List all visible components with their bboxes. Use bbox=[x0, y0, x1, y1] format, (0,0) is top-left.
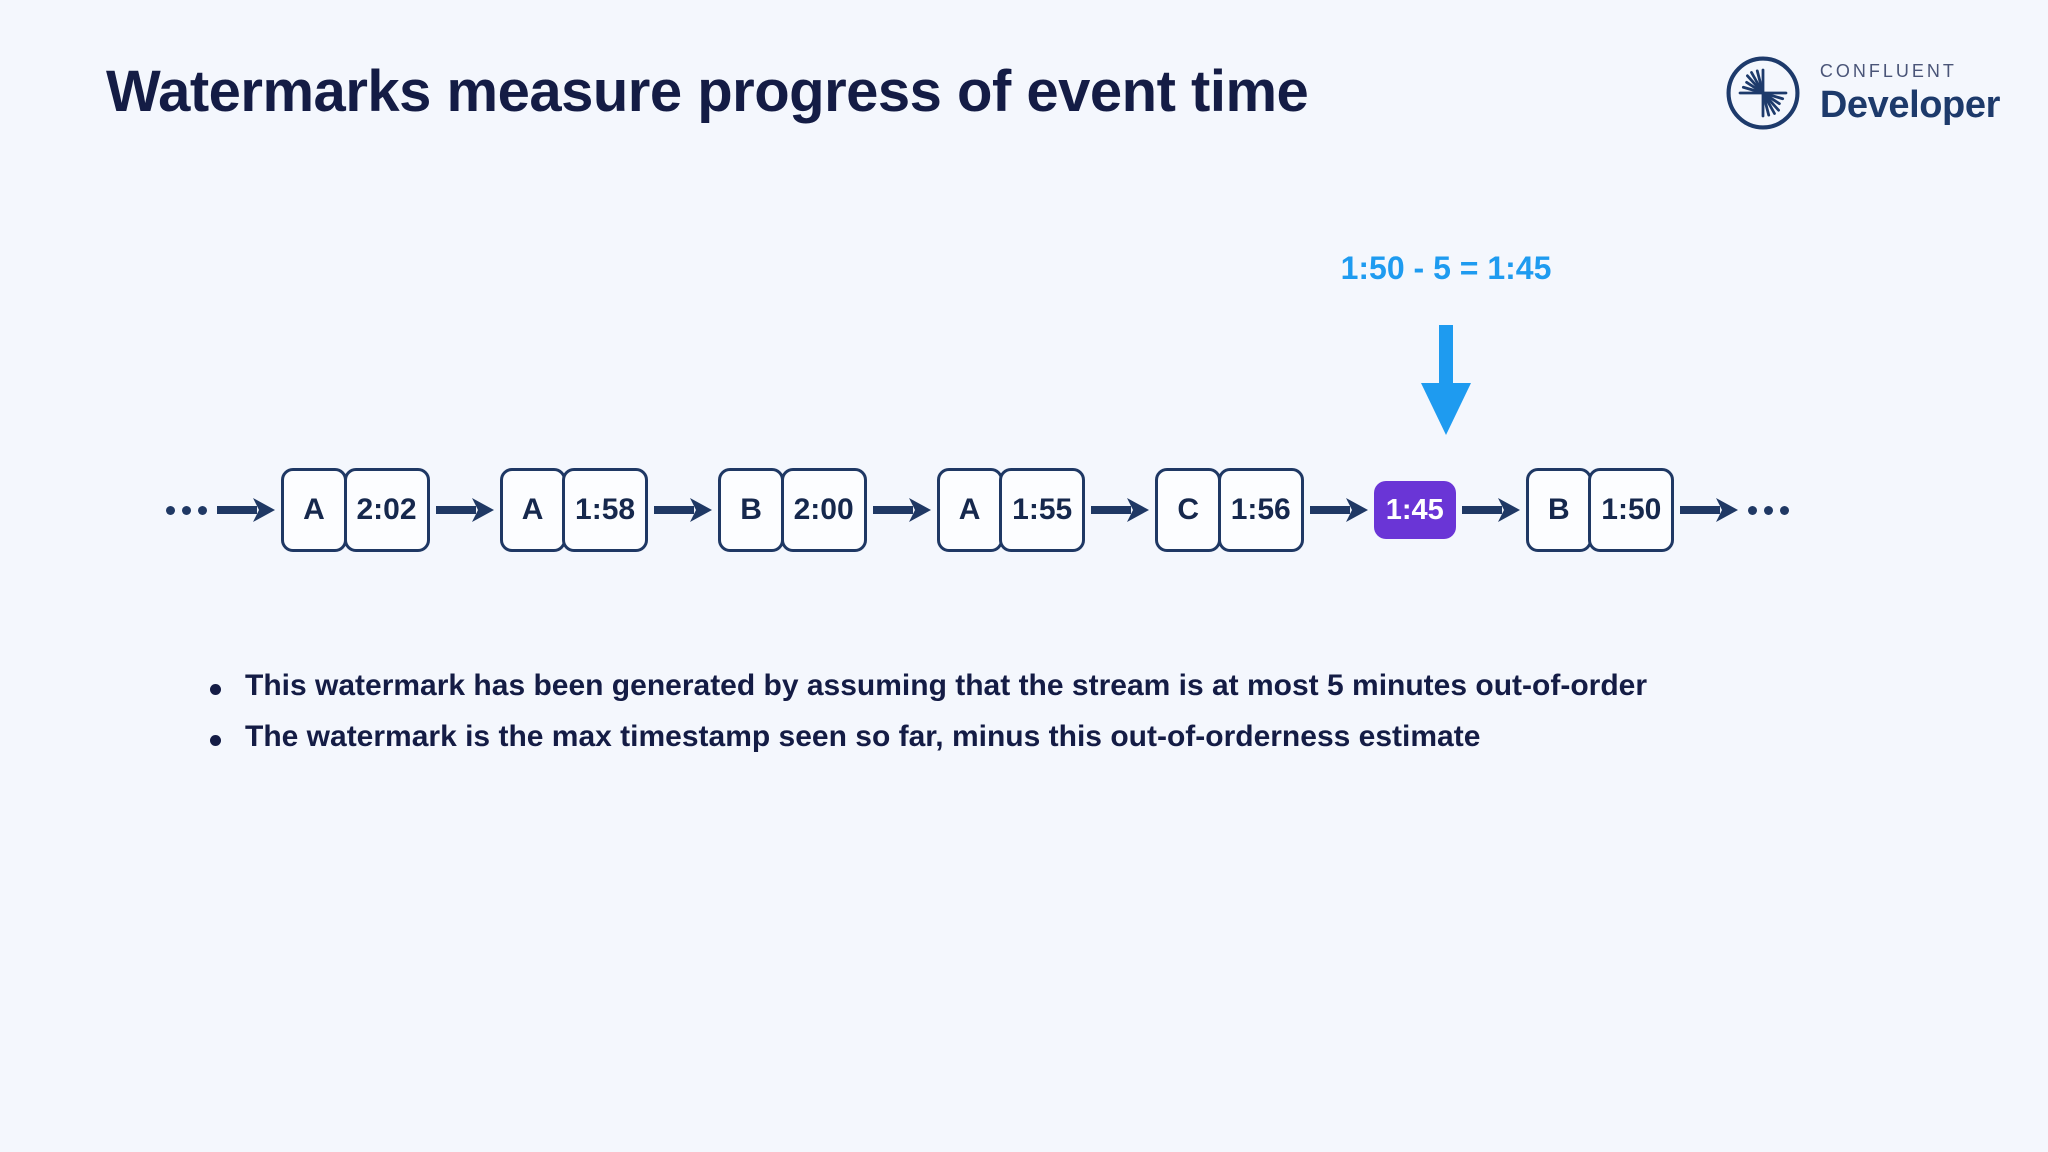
event-box: B 2:00 bbox=[718, 468, 867, 552]
right-arrow-icon bbox=[435, 498, 494, 522]
confluent-starburst-icon bbox=[1726, 56, 1800, 130]
right-arrow-icon bbox=[872, 498, 931, 522]
bullet-text: The watermark is the max timestamp seen … bbox=[245, 719, 1481, 753]
event-key: B bbox=[718, 468, 785, 552]
event-timestamp: 2:00 bbox=[780, 468, 867, 552]
bullet-dot-icon bbox=[210, 684, 221, 695]
page-title: Watermarks measure progress of event tim… bbox=[106, 59, 1309, 124]
bullet-dot-icon bbox=[210, 734, 221, 746]
brand-eyebrow: CONFLUENT bbox=[1819, 61, 1957, 82]
brand-text: CONFLUENT Developer bbox=[1819, 61, 2001, 126]
event-timestamp: 2:02 bbox=[343, 468, 430, 552]
event-key: A bbox=[499, 468, 566, 552]
event-timestamp: 1:56 bbox=[1217, 468, 1304, 552]
confluent-developer-logo: CONFLUENT Developer bbox=[1722, 52, 2000, 134]
event-timestamp: 1:50 bbox=[1588, 468, 1675, 552]
event-timestamp: 1:55 bbox=[999, 468, 1086, 552]
ellipsis-dot bbox=[166, 505, 175, 515]
list-item: This watermark has been generated by ass… bbox=[210, 665, 1790, 708]
right-arrow-icon bbox=[217, 498, 275, 522]
event-box: C 1:56 bbox=[1155, 468, 1304, 552]
ellipsis-dot bbox=[182, 505, 191, 515]
event-key: B bbox=[1525, 468, 1592, 552]
event-key: C bbox=[1155, 468, 1222, 552]
right-arrow-icon bbox=[1461, 498, 1520, 522]
down-arrow-icon bbox=[1421, 325, 1471, 435]
watermark-formula-annotation: 1:50 - 5 = 1:45 bbox=[1340, 250, 1552, 286]
leading-ellipsis bbox=[166, 505, 207, 515]
right-arrow-icon bbox=[1680, 498, 1739, 522]
right-arrow-icon bbox=[654, 498, 713, 522]
brand-name: Developer bbox=[1819, 83, 2001, 126]
bullet-list: This watermark has been generated by ass… bbox=[210, 665, 1790, 766]
bullet-text: This watermark has been generated by ass… bbox=[245, 669, 1648, 702]
ellipsis-dot bbox=[1780, 505, 1790, 515]
event-box: A 2:02 bbox=[281, 468, 430, 552]
ellipsis-dot bbox=[1764, 505, 1774, 515]
ellipsis-dot bbox=[1748, 505, 1758, 515]
event-timestamp: 1:58 bbox=[562, 468, 649, 552]
watermark-marker: 1:45 bbox=[1373, 481, 1456, 539]
ellipsis-dot bbox=[198, 505, 207, 515]
right-arrow-icon bbox=[1091, 498, 1150, 522]
event-key: A bbox=[936, 468, 1003, 552]
event-stream-row: A 2:02 A 1:58 B 2:00 A 1:55 C 1:56 1:45 bbox=[162, 455, 1793, 565]
right-arrow-icon bbox=[1309, 498, 1368, 522]
event-box: A 1:58 bbox=[499, 468, 649, 552]
event-box: A 1:55 bbox=[936, 468, 1086, 552]
event-key: A bbox=[281, 468, 347, 552]
list-item: The watermark is the max timestamp seen … bbox=[210, 716, 1790, 759]
trailing-ellipsis bbox=[1748, 505, 1790, 515]
event-box: B 1:50 bbox=[1525, 468, 1675, 552]
